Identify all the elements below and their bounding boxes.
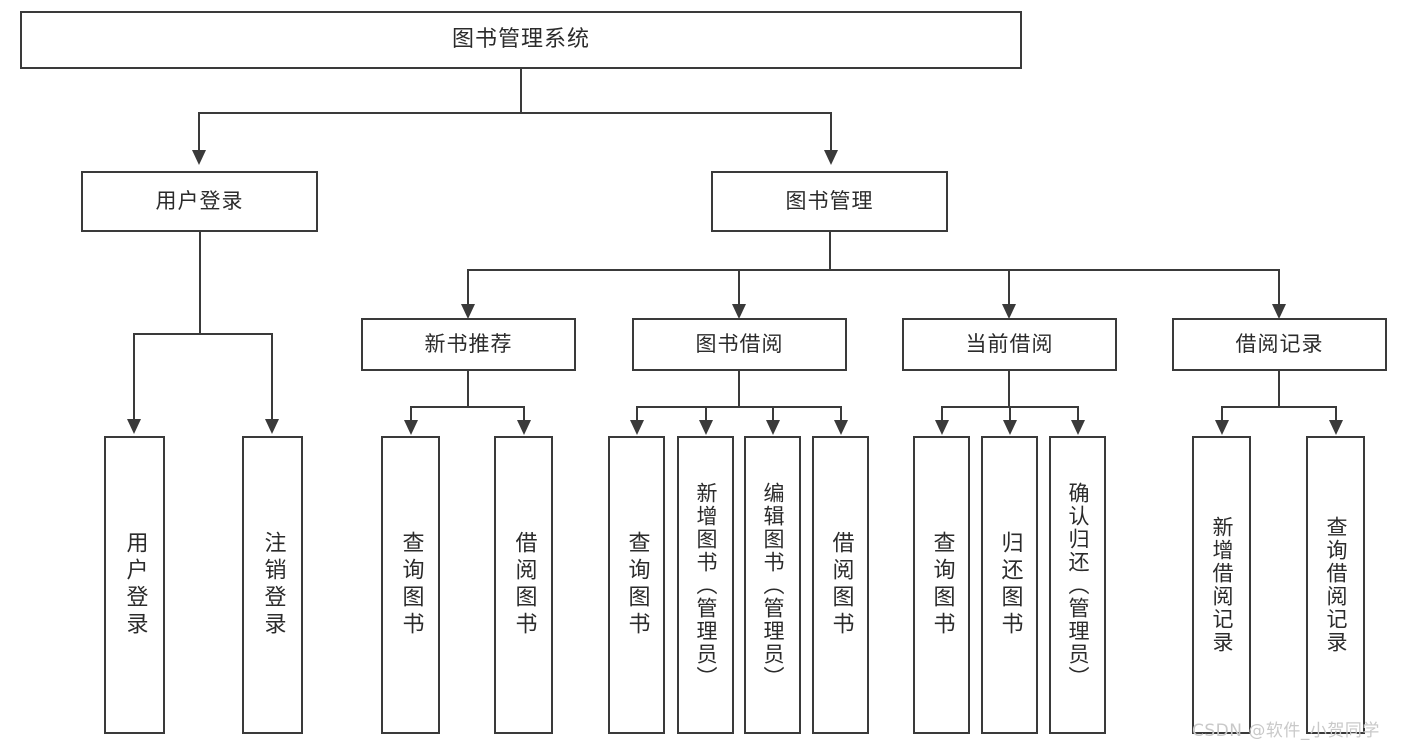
arrowhead-leaf-user-login-1 — [127, 419, 141, 434]
connector-user-login-bar — [133, 333, 272, 335]
node-label: 归还图书 — [997, 531, 1023, 639]
leaf-current-confirm-return-admin[interactable]: 确认归还（管理员） — [1049, 436, 1106, 734]
leaf-borrow-edit-book-admin[interactable]: 编辑图书（管理员） — [744, 436, 801, 734]
arrowhead-leaf-record-2 — [1329, 420, 1343, 435]
watermark-text: CSDN @软件_小贺同学 — [1192, 721, 1380, 741]
arrowhead-book-borrow — [732, 304, 746, 319]
node-label: 借阅图书 — [511, 531, 537, 639]
arrowhead-leaf-borrow-3 — [766, 420, 780, 435]
node-current-borrow[interactable]: 当前借阅 — [902, 318, 1117, 371]
node-user-login[interactable]: 用户登录 — [81, 171, 318, 232]
node-label: 注销登录 — [260, 531, 286, 639]
node-label: 查询图书 — [398, 531, 424, 639]
connector-current-stem — [1008, 371, 1010, 407]
connector-recommend-bar — [410, 406, 525, 408]
connector-book-manage-stem — [829, 232, 831, 270]
connector-borrow-to-leaf-2 — [705, 406, 707, 422]
arrowhead-book-manage — [824, 150, 838, 165]
connector-borrow-to-leaf-4 — [840, 406, 842, 422]
leaf-current-return-book[interactable]: 归还图书 — [981, 436, 1038, 734]
arrowhead-leaf-borrow-1 — [630, 420, 644, 435]
node-label: 新书推荐 — [424, 332, 513, 357]
node-label: 查询图书 — [929, 531, 955, 639]
connector-record-to-leaf-2 — [1335, 406, 1337, 422]
arrowhead-leaf-current-1 — [935, 420, 949, 435]
node-label: 当前借阅 — [965, 332, 1054, 357]
node-label: 用户登录 — [122, 531, 148, 639]
connector-record-bar — [1221, 406, 1337, 408]
node-label: 图书管理系统 — [451, 27, 590, 53]
connector-user-login-stem — [199, 232, 201, 334]
connector-current-to-leaf-2 — [1009, 406, 1011, 422]
connector-recommend-to-leaf-2 — [523, 406, 525, 422]
connector-book-manage-to-borrow — [738, 269, 740, 306]
arrowhead-borrow-record — [1272, 304, 1286, 319]
arrowhead-leaf-recommend-1 — [404, 420, 418, 435]
arrowhead-leaf-current-2 — [1003, 420, 1017, 435]
leaf-recommend-query-book[interactable]: 查询图书 — [381, 436, 440, 734]
node-book-manage[interactable]: 图书管理 — [711, 171, 948, 232]
node-new-book-recommend[interactable]: 新书推荐 — [361, 318, 576, 371]
connector-book-manage-bar — [467, 269, 1278, 271]
node-label: 查询图书 — [624, 531, 650, 639]
arrowhead-user-login — [192, 150, 206, 165]
leaf-borrow-borrow-book[interactable]: 借阅图书 — [812, 436, 869, 734]
leaf-record-add-borrow-record[interactable]: 新增借阅记录 — [1192, 436, 1251, 734]
arrowhead-leaf-current-3 — [1071, 420, 1085, 435]
connector-root-to-book-manage — [830, 112, 832, 152]
arrowhead-leaf-record-1 — [1215, 420, 1229, 435]
arrowhead-leaf-borrow-2 — [699, 420, 713, 435]
connector-current-to-leaf-1 — [941, 406, 943, 422]
arrowhead-current-borrow — [1002, 304, 1016, 319]
leaf-user-login-logout[interactable]: 注销登录 — [242, 436, 303, 734]
connector-recommend-to-leaf-1 — [410, 406, 412, 422]
leaf-current-query-book[interactable]: 查询图书 — [913, 436, 970, 734]
connector-current-to-leaf-3 — [1077, 406, 1079, 422]
connector-user-login-to-leaf-2 — [271, 333, 273, 421]
node-root-library-management-system[interactable]: 图书管理系统 — [20, 11, 1022, 69]
node-label: 图书管理 — [785, 189, 874, 214]
connector-user-login-to-leaf-1 — [133, 333, 135, 421]
connector-root-to-user-login — [198, 112, 200, 152]
connector-book-manage-to-record — [1278, 269, 1280, 306]
arrowhead-leaf-user-login-2 — [265, 419, 279, 434]
connector-recommend-stem — [467, 371, 469, 407]
leaf-recommend-borrow-book[interactable]: 借阅图书 — [494, 436, 553, 734]
leaf-borrow-add-book-admin[interactable]: 新增图书（管理员） — [677, 436, 734, 734]
connector-record-stem — [1278, 371, 1280, 407]
node-label: 借阅记录 — [1235, 332, 1324, 357]
connector-book-manage-to-recommend — [467, 269, 469, 306]
connector-borrow-stem — [738, 371, 740, 407]
arrowhead-leaf-borrow-4 — [834, 420, 848, 435]
connector-book-manage-to-current — [1008, 269, 1010, 306]
node-label: 确认归还（管理员） — [1066, 481, 1090, 689]
node-label: 借阅图书 — [828, 531, 854, 639]
node-label: 用户登录 — [155, 189, 244, 214]
connector-root-stem — [520, 69, 522, 113]
leaf-borrow-query-book[interactable]: 查询图书 — [608, 436, 665, 734]
node-label: 编辑图书（管理员） — [761, 481, 785, 689]
arrowhead-leaf-recommend-2 — [517, 420, 531, 435]
connector-borrow-to-leaf-1 — [636, 406, 638, 422]
leaf-record-query-borrow-record[interactable]: 查询借阅记录 — [1306, 436, 1365, 734]
connector-record-to-leaf-1 — [1221, 406, 1223, 422]
arrowhead-new-book-recommend — [461, 304, 475, 319]
node-book-borrow[interactable]: 图书借阅 — [632, 318, 847, 371]
node-label: 图书借阅 — [695, 332, 784, 357]
connector-borrow-to-leaf-3 — [772, 406, 774, 422]
node-label: 新增借阅记录 — [1210, 516, 1234, 654]
node-borrow-record[interactable]: 借阅记录 — [1172, 318, 1387, 371]
leaf-user-login-login[interactable]: 用户登录 — [104, 436, 165, 734]
node-label: 查询借阅记录 — [1324, 516, 1348, 654]
connector-root-bar — [198, 112, 832, 114]
node-label: 新增图书（管理员） — [694, 481, 718, 689]
connector-borrow-bar — [636, 406, 842, 408]
